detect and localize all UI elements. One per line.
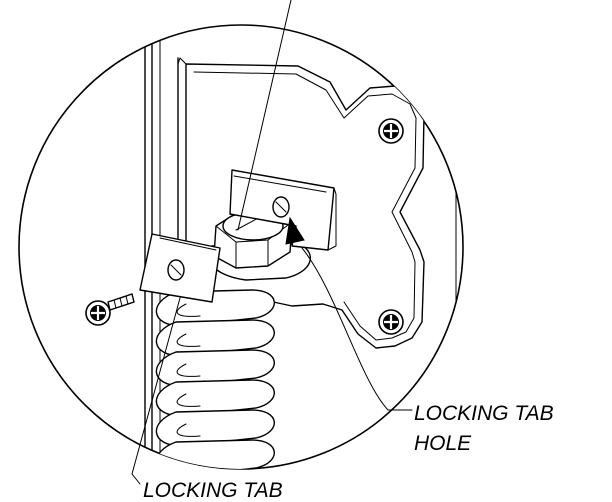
bracket-screw-bottom <box>378 309 404 335</box>
label-locking-tab-hole-line2: HOLE <box>414 432 472 455</box>
label-locking-tab: LOCKING TAB <box>143 479 283 502</box>
bracket-screw-top <box>378 118 404 144</box>
installed-locking-tab <box>229 169 337 251</box>
leader-lines <box>131 0 413 485</box>
loose-locking-tab <box>139 233 221 303</box>
spring-coils <box>155 289 275 469</box>
label-locking-tab-hole-line1: LOCKING TAB <box>414 402 554 425</box>
hex-bolt-head <box>213 209 293 269</box>
insertion-arrow <box>285 216 305 245</box>
loose-screw <box>85 293 135 326</box>
